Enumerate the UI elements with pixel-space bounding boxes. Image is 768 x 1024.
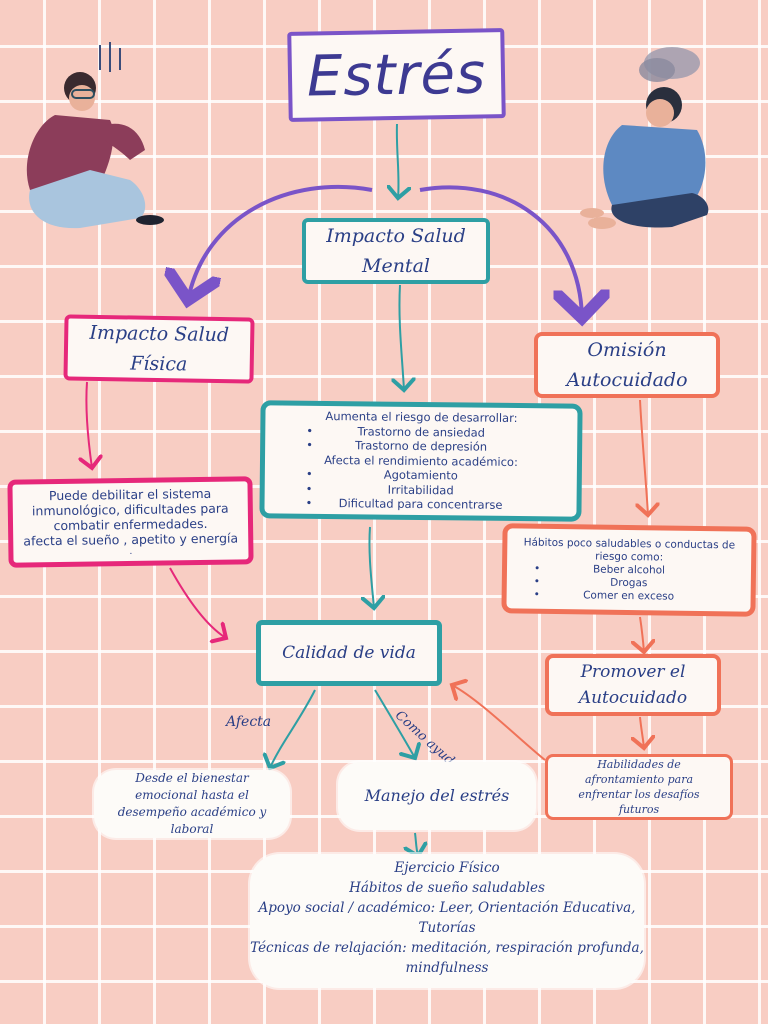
omision-details-list: Beber alcohol Drogas Comer en exceso xyxy=(534,562,725,604)
arrow-to-omision xyxy=(419,185,582,318)
list-item: Trastorno de depresión xyxy=(306,438,536,455)
habilidades-box: Habilidades de afrontamiento para enfren… xyxy=(545,754,733,820)
arrow-mental-details-to-calidad xyxy=(369,526,374,608)
fisica-details-line: . xyxy=(129,546,133,558)
stressed-person-right-illustration xyxy=(580,47,709,229)
manejo-details-line: Técnicas de relajación: meditación, resp… xyxy=(250,940,644,956)
arrow-calidad-to-afecta xyxy=(270,689,316,768)
afecta-details-text: Desde el bienestar emocional hasta el de… xyxy=(117,771,267,836)
node-manejo-del-estres-label: Manejo del estrés xyxy=(364,786,510,805)
afecta-label: Afecta xyxy=(226,714,272,730)
node-calidad-de-vida-label: Calidad de vida xyxy=(282,643,416,663)
node-impacto-salud-mental-label: Impacto Salud Mental xyxy=(326,225,466,277)
afecta-details-box: Desde el bienestar emocional hasta el de… xyxy=(94,770,290,838)
stressed-person-left-illustration xyxy=(26,42,164,229)
node-impacto-salud-fisica: Impacto Salud Física xyxy=(63,314,255,384)
manejo-details-line: mindfulness xyxy=(405,960,489,976)
node-impacto-salud-mental: Impacto Salud Mental xyxy=(302,218,490,284)
list-item: Dificultad para concentrarse xyxy=(305,496,535,513)
arrow-fisica-to-details xyxy=(86,381,92,468)
node-promover-autocuidado-label: Promover el Autocuidado xyxy=(578,662,688,708)
arrow-habilidades-to-calidad xyxy=(452,685,546,761)
arrow-promover-to-habilidades xyxy=(640,716,644,748)
page-title: Estrés xyxy=(306,40,487,110)
node-manejo-del-estres: Manejo del estrés xyxy=(338,762,536,830)
title-box: Estrés xyxy=(287,28,506,122)
mental-details-box: Aumenta el riesgo de desarrollar: Trasto… xyxy=(259,400,583,522)
omision-details-intro: Hábitos poco saludables o conductas de r… xyxy=(523,536,736,563)
manejo-details-line: Apoyo social / académico: Leer, Orientac… xyxy=(258,900,636,936)
arrow-to-fisica xyxy=(188,184,373,300)
node-omision-autocuidado: Omisión Autocuidado xyxy=(534,332,720,398)
arrow-manejo-to-details xyxy=(415,832,418,856)
fisica-details-line: afecta el sueño , apetito y energía xyxy=(23,530,239,549)
manejo-details-line: Ejercicio Físico xyxy=(394,860,500,876)
arrow-mental-to-details xyxy=(399,284,404,390)
arrow-omision-details-to-promover xyxy=(640,616,644,652)
node-impacto-salud-fisica-label: Impacto Salud Física xyxy=(89,321,230,376)
node-omision-autocuidado-label: Omisión Autocuidado xyxy=(566,339,688,391)
arrow-fisica-details-to-calidad xyxy=(169,567,226,638)
omision-details-box: Hábitos poco saludables o conductas de r… xyxy=(501,523,757,617)
manejo-details-box: Ejercicio Físico Hábitos de sueño saluda… xyxy=(250,854,644,988)
manejo-details-line: Hábitos de sueño saludables xyxy=(349,880,545,896)
arrow-omision-to-details xyxy=(640,399,648,515)
arrow-title-to-mental xyxy=(397,123,399,198)
list-item: Comer en exceso xyxy=(534,588,724,604)
mental-details-list2: Agotamiento Irritabilidad Dificultad par… xyxy=(305,467,535,513)
node-calidad-de-vida: Calidad de vida xyxy=(256,620,442,686)
habilidades-text: Habilidades de afrontamiento para enfren… xyxy=(578,758,700,816)
mental-details-list1: Trastorno de ansiedad Trastorno de depre… xyxy=(306,424,536,455)
arrow-calidad-to-manejo xyxy=(374,689,415,758)
fisica-details-box: Puede debilitar el sistema inmunológico,… xyxy=(7,476,254,568)
node-promover-autocuidado: Promover el Autocuidado xyxy=(545,654,721,716)
